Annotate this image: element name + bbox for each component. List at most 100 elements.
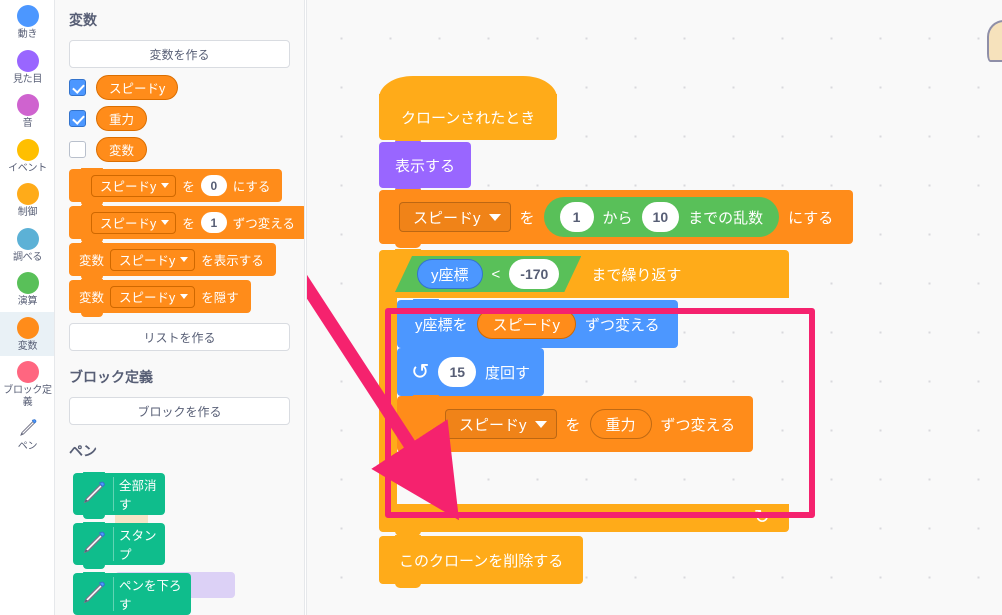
category-item-7[interactable]: 変数 [0,311,54,356]
suffix-nisuru: にする [788,209,834,227]
less-than-value-input[interactable]: -170 [509,259,559,289]
dropdown-label: スピードy [413,209,481,227]
category-item-4[interactable]: 制御 [0,178,54,223]
dropdown-label: スピードy [459,416,527,434]
palette-divider [306,0,307,615]
pen-icon [81,480,107,509]
block-value-input[interactable]: 0 [200,175,227,196]
block-turn-right[interactable]: ↻ 15 度回す [397,347,545,400]
palette-pen-blocks: 全部消すスタンプペンを下ろす [55,472,304,615]
pen-icon [81,580,107,609]
pen-icon [17,417,39,439]
category-label: ブロック定義 [3,385,52,408]
dropdown-label: スピードy [100,217,157,231]
block-repeat-until[interactable]: y座標 < -170 まで繰り返す ↻ [379,249,789,536]
category-label: 音 [22,118,33,129]
operator-less-than[interactable]: y座標 < -170 [395,256,581,292]
block-change-variable-by[interactable]: スピードy を 重力 ずつ変える [397,395,754,456]
make-variable-button[interactable]: 変数を作る [69,40,290,68]
block-delete-this-clone[interactable]: このクローンを削除する [379,535,584,588]
variable-dropdown[interactable]: スピードy [91,174,177,197]
category-item-3[interactable]: イベント [0,134,54,179]
palette-pen-block-2[interactable]: ペンを下ろす [73,572,191,615]
variable-reporter[interactable]: 重力 [96,106,148,131]
block-label: このクローンを削除する [399,552,564,570]
palette-heading-variables: 変数 [69,12,97,28]
change-y-prefix: y座標を [415,316,468,334]
variable-row: スピードy [55,72,304,103]
change-y-suffix: ずつ変える [585,316,660,334]
make-list-button[interactable]: リストを作る [69,323,290,351]
repeat-until-footer[interactable]: ↻ [379,504,789,536]
variable-dropdown[interactable]: スピードy [110,248,196,271]
reporter-pick-random[interactable]: 1 から 10 までの乱数 [543,197,780,237]
variable-checkbox-list: スピードy 重力変数 [55,72,304,165]
chevron-down-icon [161,183,170,188]
category-label: 制御 [17,207,38,218]
random-from-input[interactable]: 1 [559,202,594,232]
category-label: 動き [17,29,38,40]
category-label: イベント [8,162,47,174]
reporter-y-position[interactable]: y座標 [417,259,483,289]
palette-heading-myblocks: ブロック定義 [69,369,153,385]
turn-right-icon: ↻ [411,359,430,384]
category-item-5[interactable]: 調べる [0,223,54,268]
block-when-i-start-as-clone[interactable]: クローンされたとき [379,76,558,144]
category-label: ペン [17,441,38,452]
divider [113,527,114,561]
palette-pen-block-1[interactable]: スタンプ [73,522,165,569]
random-to-input[interactable]: 10 [641,202,680,232]
pen-icon [81,530,107,559]
variable-reporter[interactable]: スピードy [96,75,179,100]
block-suffix: にする [232,180,271,194]
variable-visibility-checkbox[interactable] [69,110,86,127]
variable-reporter[interactable]: 変数 [96,137,148,162]
variable-reporter-gravity[interactable]: 重力 [589,409,652,439]
chevron-down-icon [180,294,189,299]
variable-dropdown[interactable]: スピードy [110,285,196,308]
category-item-0[interactable]: 動き [0,0,54,45]
category-item-8[interactable]: ブロック定義 [0,356,54,412]
block-change-y-by[interactable]: y座標を スピードy ずつ変える [397,299,678,352]
script-workspace[interactable]: クローンされたとき 表示する スピードy を 1 から 10 までの乱数 にする [307,0,1002,615]
looks-dot [16,49,39,72]
category-label: 演算 [17,296,38,307]
chevron-down-icon [161,220,170,225]
variable-visibility-checkbox[interactable] [69,79,86,96]
label-made: までの乱数 [688,209,764,227]
dropdown-label: スピードy [119,291,176,305]
dropdown-label: スピードy [119,254,176,268]
block-set-variable-to-random[interactable]: スピードy を 1 から 10 までの乱数 にする [379,189,854,248]
block-value-input[interactable]: 1 [200,212,227,233]
pen-block-label: 全部消す [119,479,157,512]
category-item-2[interactable]: 音 [0,89,54,134]
repeat-until-header[interactable]: y座標 < -170 まで繰り返す [379,249,789,298]
palette-pen-block-0[interactable]: 全部消す [73,472,165,519]
turn-suffix: 度回す [485,364,531,382]
variable-dropdown[interactable]: スピードy [399,202,511,232]
turn-degrees-input[interactable]: 15 [438,357,477,387]
particle-wo: を [565,416,581,434]
variable-dropdown[interactable]: スピードy [91,211,177,234]
category-label: 変数 [17,340,38,352]
variable-visibility-checkbox[interactable] [69,141,86,158]
block-suffix: を表示する [201,254,264,268]
variable-dropdown[interactable]: スピードy [445,409,557,439]
block-label: 表示する [395,157,456,175]
block-prefix: 変数 [79,291,105,305]
variable-reporter-speedy[interactable]: スピードy [476,309,577,339]
block-label: クローンされたとき [401,109,536,127]
category-item-9[interactable]: ペン [0,412,54,457]
make-block-button[interactable]: ブロックを作る [69,397,290,425]
block-show[interactable]: 表示する [379,141,472,192]
variables-dot [16,316,39,339]
sensing-dot [16,227,39,250]
category-item-1[interactable]: 見た目 [0,45,54,90]
sound-dot [16,94,39,116]
category-item-6[interactable]: 演算 [0,267,54,312]
